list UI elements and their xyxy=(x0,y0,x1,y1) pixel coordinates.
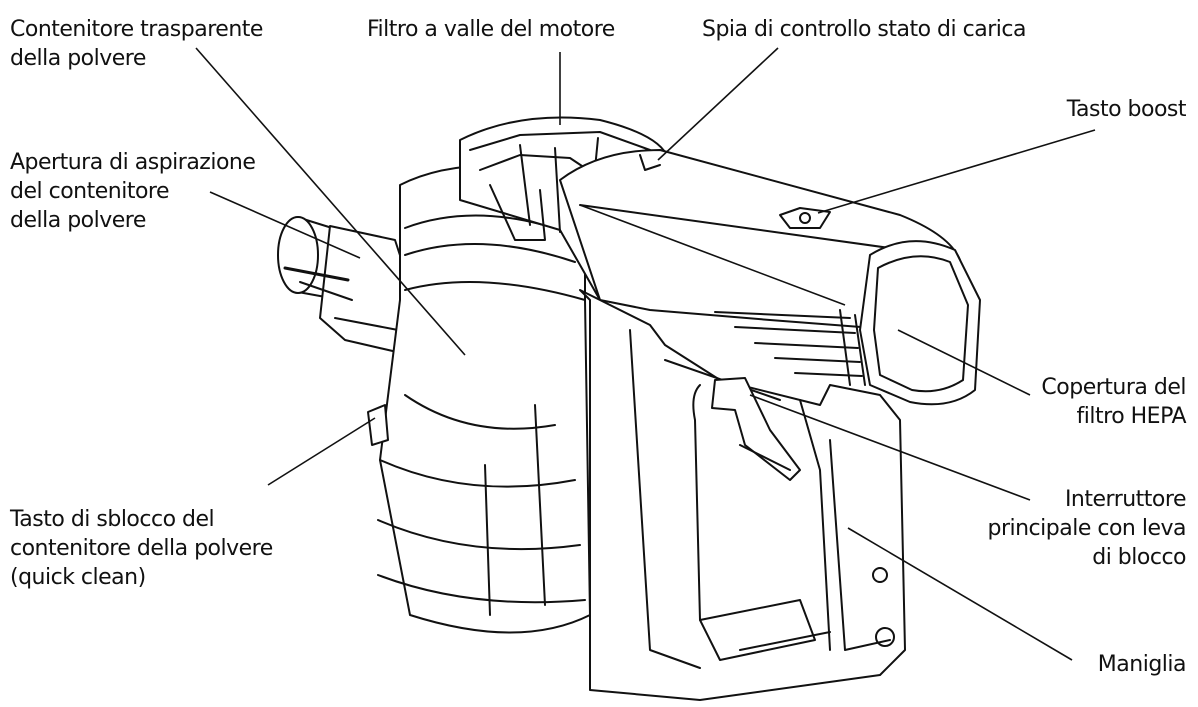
label-dust-container: Contenitore trasparente della polvere xyxy=(10,17,263,71)
leader-lines xyxy=(195,47,1096,661)
leader-main-switch xyxy=(749,394,1031,501)
label-charge-indicator: Spia di controllo stato di carica xyxy=(702,17,1026,42)
leader-hepa-cover xyxy=(897,329,1031,396)
hepa-cover xyxy=(859,240,981,406)
vent-grille xyxy=(714,309,866,386)
leader-release-button xyxy=(267,417,376,486)
leader-suction-opening xyxy=(209,191,361,259)
main-body xyxy=(559,149,966,331)
leader-boost-button xyxy=(817,129,1096,214)
trigger-switch xyxy=(711,377,801,481)
leader-handle xyxy=(847,527,1073,661)
label-hepa-cover: Copertura del filtro HEPA xyxy=(1041,375,1186,429)
leader-charge-indicator-body xyxy=(579,204,846,306)
dust-container xyxy=(367,164,591,634)
label-motor-filter: Filtro a valle del motore xyxy=(367,17,615,42)
handle-frame xyxy=(579,289,906,701)
label-release-button: Tasto di sblocco del contenitore della p… xyxy=(10,507,273,590)
label-main-switch: Interruttore principale con leva di bloc… xyxy=(987,487,1186,570)
label-suction-opening: Apertura di aspirazione del contenitore … xyxy=(10,150,256,233)
suction-nozzle xyxy=(277,216,413,356)
leader-dust-container xyxy=(195,47,466,356)
label-boost-button: Tasto boost xyxy=(1066,97,1187,122)
vacuum-body-drawing xyxy=(277,116,981,701)
label-handle: Maniglia xyxy=(1097,652,1187,677)
leader-charge-indicator xyxy=(657,47,779,161)
